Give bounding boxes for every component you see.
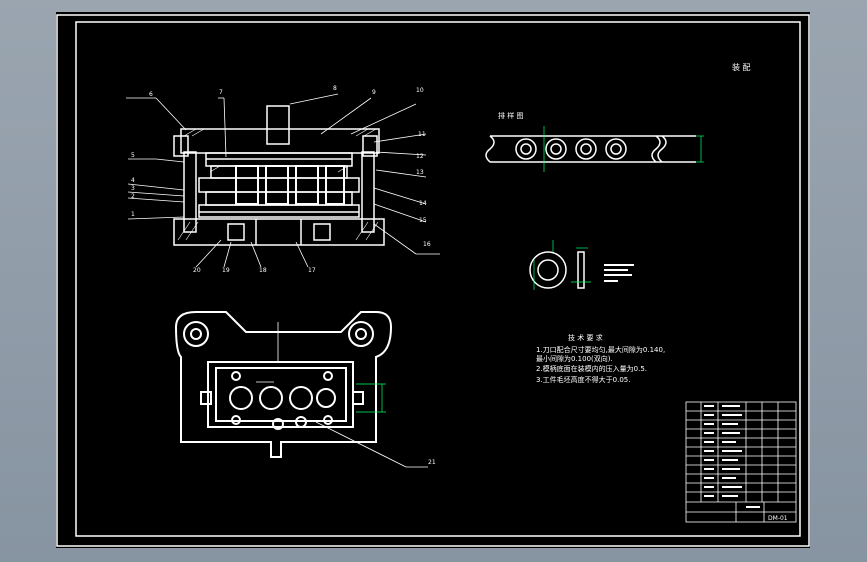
cad-viewport[interactable]: 装 配: [56, 12, 810, 548]
part-number: 13: [416, 169, 424, 176]
top-view-dimensions: [356, 383, 386, 413]
part-number: 4: [131, 177, 135, 184]
part-number: 10: [416, 87, 424, 94]
tech-line: 最小间隙为0.100(双向).: [536, 354, 613, 363]
tech-line: 1.刀口配合尺寸要均匀,最大间隙为0.140,: [536, 345, 665, 354]
title-mark: 装 配: [732, 62, 751, 72]
leaders-right: [289, 93, 440, 255]
parts-list-table: [685, 401, 797, 523]
section-hatching: [177, 128, 379, 241]
part-number: 6: [149, 91, 153, 98]
leaders-left: [126, 97, 227, 220]
part-number: 14: [419, 200, 427, 207]
leaders-bottom: [195, 239, 309, 268]
die-top-view: [174, 311, 393, 458]
technical-requirements: 技 术 要 求 1.刀口配合尺寸要均匀,最大间隙为0.140, 最小间隙为0.1…: [536, 333, 665, 384]
tech-heading: 技 术 要 求: [568, 333, 603, 342]
part-number: 2: [131, 193, 135, 200]
part-number: 8: [333, 85, 337, 92]
tech-line: 3.工件毛坯高度不得大于0.05.: [536, 375, 631, 384]
tech-line: 2.模柄底面在装模内的压入量为0.5.: [536, 364, 647, 373]
part-number: 11: [418, 131, 426, 138]
part-number: 3: [131, 185, 135, 192]
part-number: 17: [308, 267, 316, 274]
part-number: 7: [219, 89, 223, 96]
part-number: 15: [419, 217, 427, 224]
strip-dimensions: [543, 126, 704, 172]
part-number: 5: [131, 152, 135, 159]
part-number: 18: [259, 267, 267, 274]
strip-layout-label: 排 样 图: [498, 111, 523, 120]
part-number: 16: [423, 241, 431, 248]
parts-list-text: [704, 405, 760, 508]
washer-dimensions: [533, 240, 591, 290]
inner-frame: [75, 21, 801, 537]
drawing-number: DM-01: [768, 515, 788, 522]
leader-21: [315, 421, 407, 468]
strip-layout: [485, 135, 696, 163]
cad-drawing: 装 配: [56, 14, 810, 547]
part-number: 20: [193, 267, 201, 274]
top-view-centerline: [256, 322, 279, 383]
washer-part: [529, 251, 585, 289]
outer-frame: [56, 14, 810, 547]
part-number: 21: [428, 459, 436, 466]
washer-notes: [604, 264, 634, 282]
part-number: 19: [222, 267, 230, 274]
die-front-section: [173, 105, 385, 246]
part-number: 9: [372, 89, 376, 96]
part-number: 1: [131, 211, 135, 218]
part-number: 12: [416, 153, 424, 160]
